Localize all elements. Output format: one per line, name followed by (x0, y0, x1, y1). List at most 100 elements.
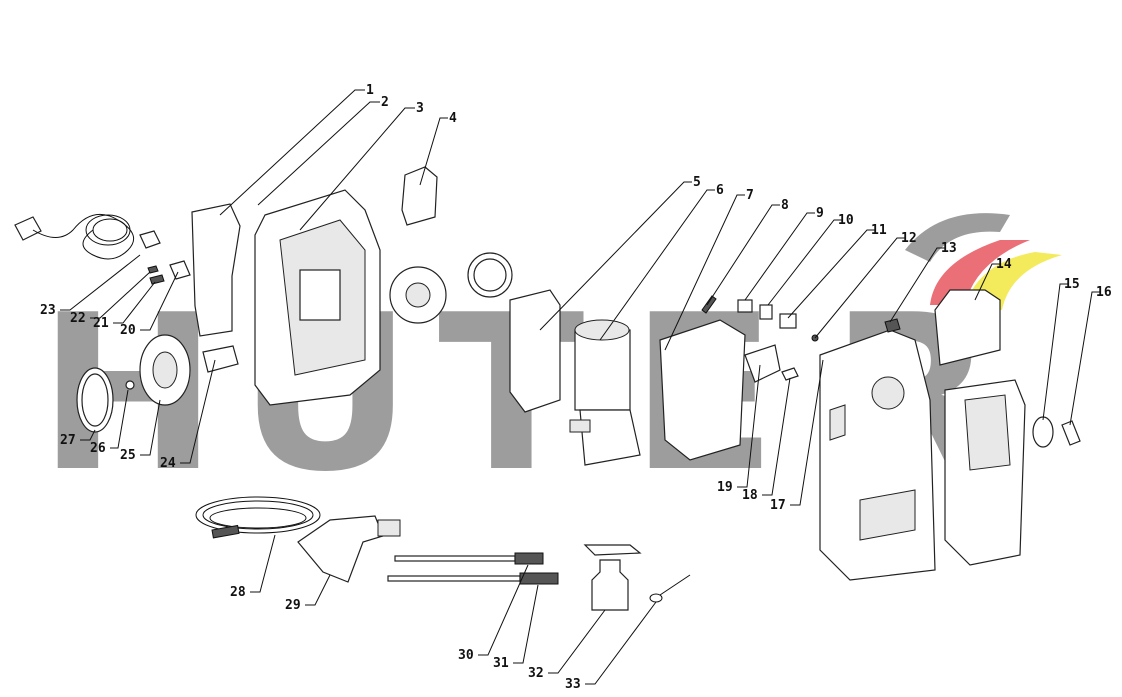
leader-14 (974, 263, 1000, 301)
callout-16: 16 (1096, 285, 1112, 300)
leader-lines (60, 89, 1100, 685)
part-14-top-cover (934, 289, 1001, 366)
part-28-hose (195, 496, 321, 539)
callout-6: 6 (716, 183, 724, 198)
part-3-rear-housing (254, 189, 381, 406)
part-back-cover-panel (944, 379, 1026, 566)
part-24-axle-bracket (202, 345, 239, 373)
callout-7: 7 (746, 188, 754, 203)
leader-3 (299, 107, 415, 231)
callout-25: 25 (120, 448, 136, 463)
parts (14, 166, 1081, 611)
leader-20 (140, 271, 179, 331)
callout-5: 5 (693, 175, 701, 190)
leader-23 (60, 254, 141, 311)
callout-15: 15 (1064, 277, 1080, 292)
callout-22: 22 (70, 311, 86, 326)
callout-28: 28 (230, 585, 246, 600)
part-17-front-main-housing (819, 329, 936, 581)
part-8-capacitor (701, 295, 717, 314)
leader-11 (787, 229, 875, 319)
callout-31: 31 (493, 656, 509, 671)
leader-9 (744, 212, 815, 301)
part-26-washer (125, 380, 135, 390)
callout-3: 3 (416, 101, 424, 116)
callout-14: 14 (996, 257, 1012, 272)
callout-10: 10 (838, 213, 854, 228)
watermark-letter-h: H (38, 268, 218, 519)
part-18-bushing (781, 367, 799, 381)
callout-23: 23 (40, 303, 56, 318)
part-7-front-housing (659, 319, 746, 461)
part-6-motor-pump (569, 319, 641, 466)
watermark-swoosh-red (930, 240, 1030, 305)
part-30-lance (394, 552, 544, 565)
part-10-switch (759, 304, 773, 320)
callout-20: 20 (120, 323, 136, 338)
callout-17: 17 (770, 498, 786, 513)
leader-2 (257, 101, 380, 206)
callout-2: 2 (381, 95, 389, 110)
part-23-power-cord (14, 213, 161, 260)
leader-27 (80, 429, 96, 441)
leader-15 (1042, 283, 1068, 421)
callout-labels: 1 2 3 4 5 6 7 8 9 10 11 12 13 14 15 16 1… (40, 83, 1112, 692)
part-4-clip (401, 166, 438, 226)
part-33-cleaning-needle (649, 574, 691, 603)
leader-25 (140, 399, 161, 456)
callout-8: 8 (781, 198, 789, 213)
part-15-knob (1032, 416, 1054, 448)
callout-4: 4 (449, 111, 457, 126)
part-22-screw (147, 265, 159, 274)
part-11-connector (779, 313, 797, 329)
watermark-swoosh-gray (905, 213, 1010, 262)
leader-12 (814, 237, 905, 339)
part-20-clamp (169, 260, 191, 280)
leader-33 (585, 601, 657, 685)
part-9-terminal (737, 299, 753, 313)
leader-19 (737, 364, 761, 488)
callout-11: 11 (871, 223, 887, 238)
leader-26 (110, 389, 129, 449)
leader-30 (478, 564, 529, 656)
callout-24: 24 (160, 456, 176, 471)
leader-10 (767, 219, 842, 306)
callout-30: 30 (458, 648, 474, 663)
callout-21: 21 (93, 316, 109, 331)
callout-18: 18 (742, 488, 758, 503)
leader-21 (113, 281, 156, 324)
callout-19: 19 (717, 480, 733, 495)
leader-31 (513, 584, 539, 664)
leader-28 (250, 534, 276, 593)
part-1-handle-panel (191, 203, 241, 337)
leader-22 (90, 271, 151, 319)
leader-29 (305, 574, 331, 606)
part-16-clip (1061, 420, 1081, 446)
callout-27: 27 (60, 433, 76, 448)
callout-12: 12 (901, 231, 917, 246)
part-5-pump-housing (509, 289, 561, 413)
part-32-foam-bottle (583, 544, 642, 611)
callout-9: 9 (816, 206, 824, 221)
leader-8 (706, 204, 780, 306)
part-19-bracket (744, 344, 781, 383)
part-29-spray-gun (297, 515, 401, 583)
callout-1: 1 (366, 83, 374, 98)
leader-7 (664, 194, 745, 351)
callout-26: 26 (90, 441, 106, 456)
leader-18 (762, 377, 791, 496)
callout-13: 13 (941, 241, 957, 256)
callout-32: 32 (528, 666, 544, 681)
leader-4 (419, 117, 448, 186)
part-13-screw (884, 318, 901, 333)
part-31-lance (387, 572, 559, 585)
leader-16 (1069, 291, 1100, 426)
leader-24 (180, 359, 216, 464)
leader-17 (790, 359, 824, 506)
leader-6 (599, 189, 715, 341)
callout-33: 33 (565, 677, 581, 692)
part-21-screw (149, 274, 165, 285)
callout-29: 29 (285, 598, 301, 613)
leader-32 (548, 609, 606, 674)
